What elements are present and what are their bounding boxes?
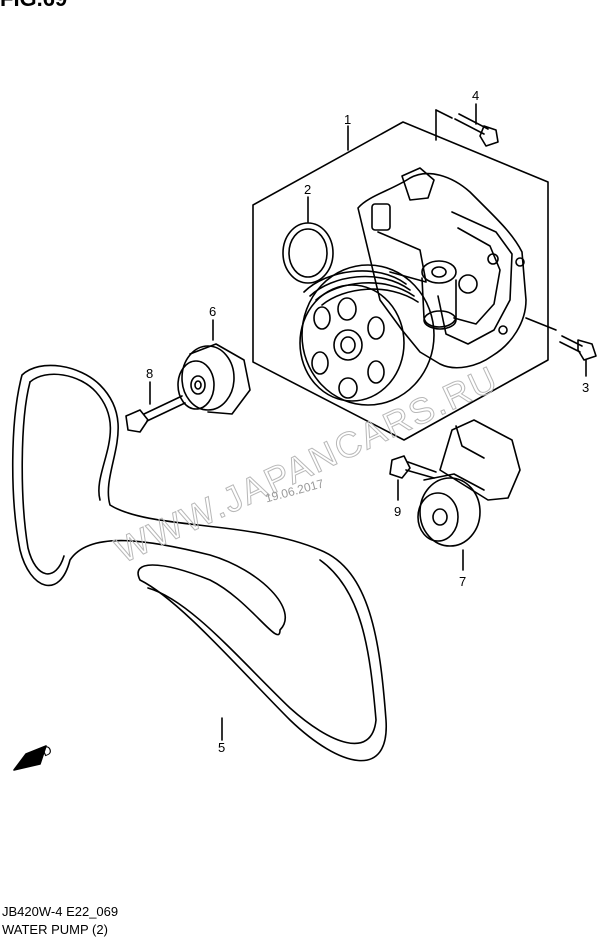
fwd-arrow [13, 745, 47, 771]
bolt-9 [389, 455, 437, 501]
callout-9: 9 [394, 504, 401, 519]
callout-1: 1 [344, 112, 351, 127]
bolt-4 [435, 103, 499, 147]
bolt-3 [525, 317, 597, 377]
diagram-subtitle: WATER PUMP (2) [2, 922, 108, 937]
diagram-code: JB420W-4 E22_069 [2, 904, 119, 919]
callout-7: 7 [459, 574, 466, 589]
callout-8: 8 [146, 366, 153, 381]
bolt-8 [125, 381, 186, 433]
callout-2: 2 [304, 182, 311, 197]
assembly-frame [252, 121, 549, 441]
water-pump [357, 167, 527, 369]
callout-5: 5 [218, 740, 225, 755]
figure-title: FIG.69 [0, 0, 67, 12]
callout-6: 6 [209, 304, 216, 319]
callout-4: 4 [472, 88, 479, 103]
v-belt-5 [11, 364, 387, 762]
tensioner-7 [417, 419, 521, 571]
o-ring-inner [288, 228, 328, 278]
idler-pulley-6 [177, 319, 251, 415]
pump-pulley [299, 264, 435, 406]
o-ring-outer [282, 222, 334, 284]
callout-3: 3 [582, 380, 589, 395]
